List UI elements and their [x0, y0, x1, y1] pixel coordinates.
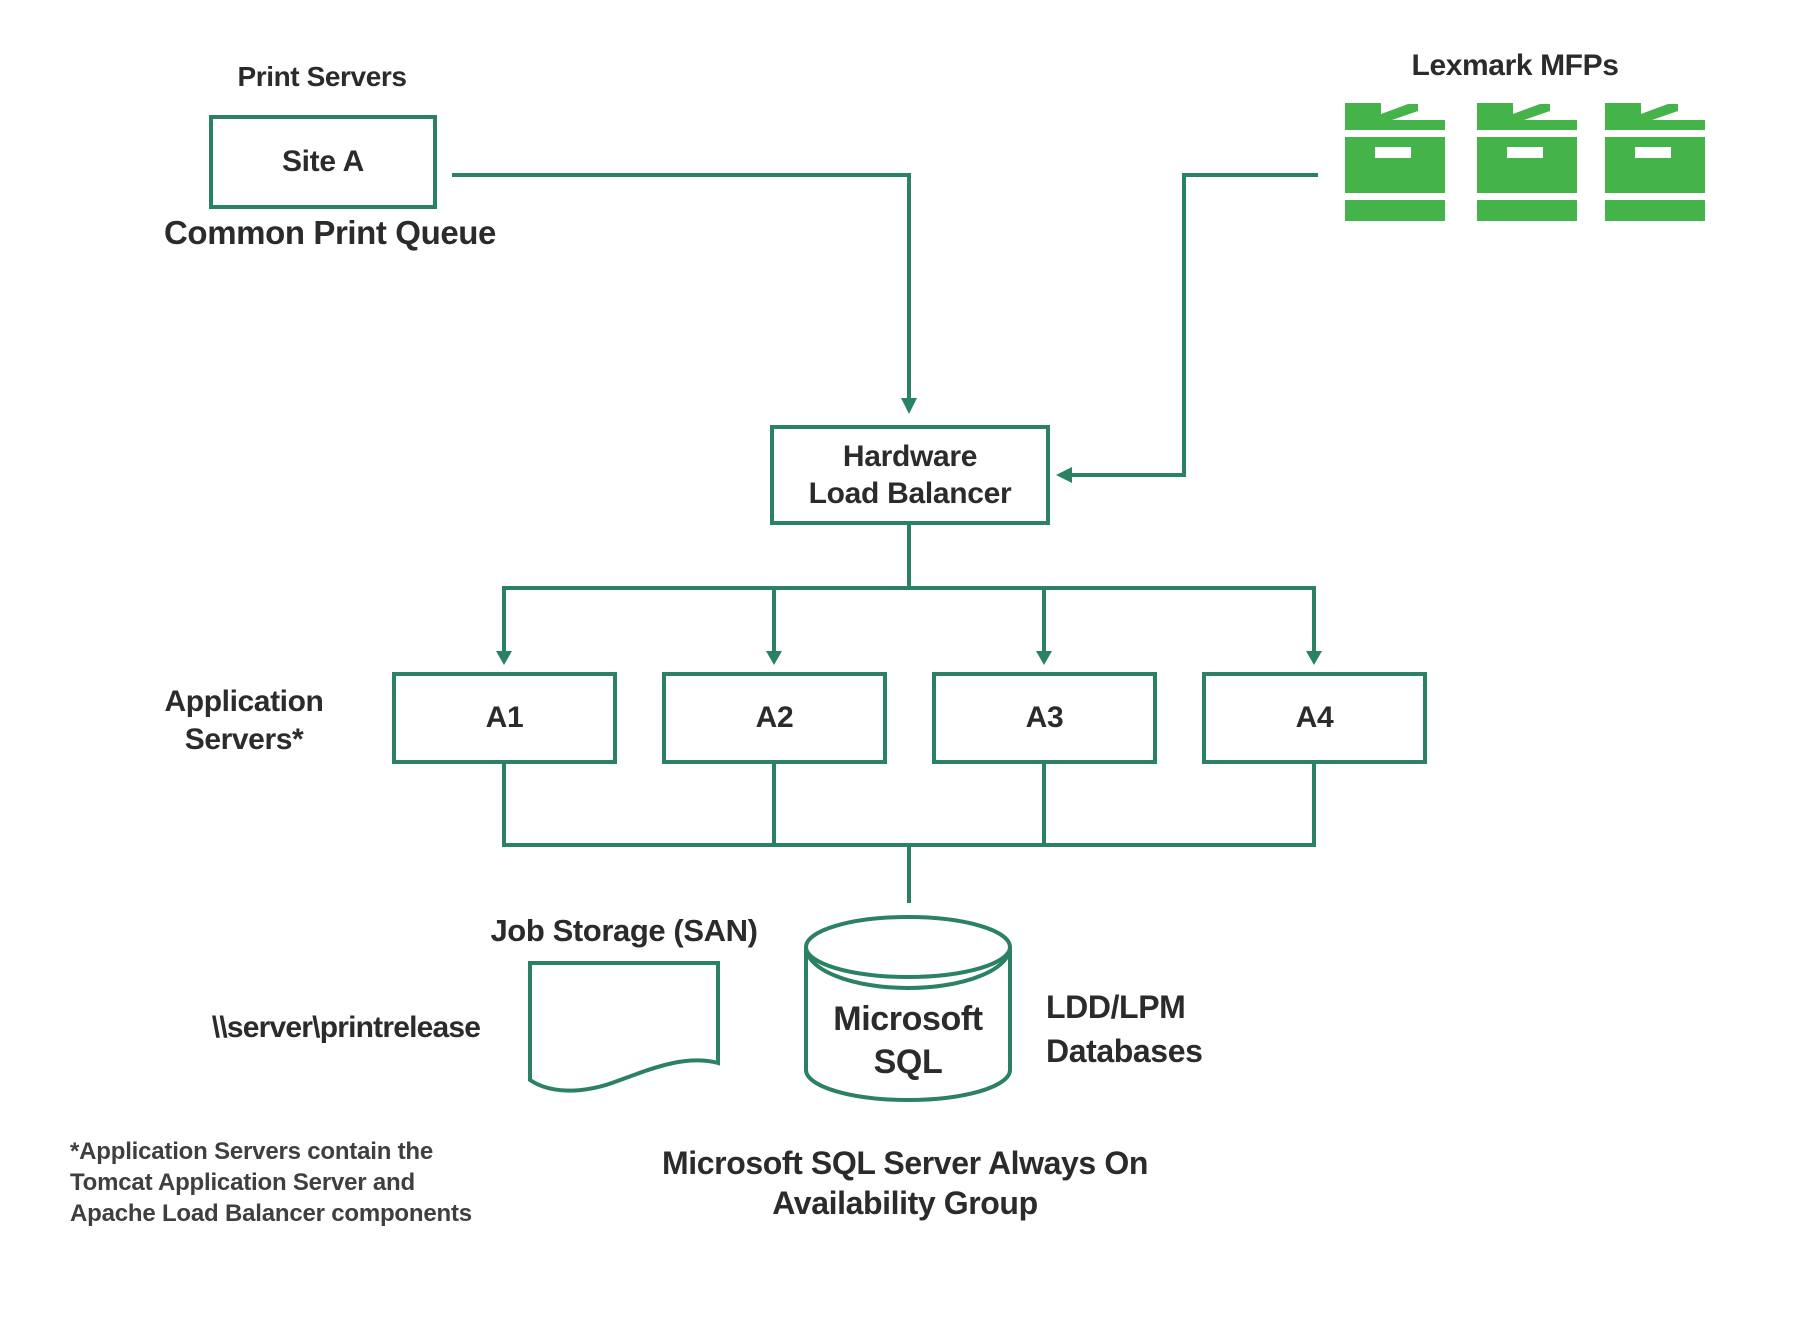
application-servers-label-line2: Servers*	[184, 723, 304, 756]
ldd-lpm-databases-label: LDD/LPM Databases	[1046, 985, 1203, 1073]
arrowhead-into-load-balancer-top	[901, 398, 917, 414]
arrowhead-into-a2	[766, 651, 782, 665]
app-server-node-a3: A3	[932, 672, 1157, 764]
app-server-label-a2: A2	[755, 701, 794, 734]
ldd-lpm-label-line2: Databases	[1046, 1033, 1203, 1069]
site-a-to-load-balancer-connector	[452, 173, 911, 400]
job-storage-label: Job Storage (SAN)	[490, 913, 758, 948]
load-balancer-node: Hardware Load Balancer	[770, 425, 1050, 525]
footnote-line2: Tomcat Application Server and	[70, 1169, 415, 1196]
footnote-text: *Application Servers contain the Tomcat …	[70, 1136, 472, 1229]
app-server-node-a1: A1	[392, 672, 617, 764]
app-server-label-a1: A1	[485, 701, 524, 734]
arrowhead-into-a4	[1306, 651, 1322, 665]
site-a-label: Site A	[281, 145, 365, 178]
top-distribution-bus	[502, 586, 1316, 651]
application-servers-label-line1: Application	[164, 685, 324, 718]
arrowhead-into-a1	[496, 651, 512, 665]
unc-path-label: \\server\printrelease	[211, 1011, 481, 1044]
arrowhead-into-a3	[1036, 651, 1052, 665]
database-label-line1: Microsoft	[833, 1000, 983, 1038]
application-servers-label: Application Servers*	[165, 683, 324, 759]
footnote-line1: *Application Servers contain the	[70, 1138, 434, 1165]
app-server-label-a4: A4	[1295, 701, 1334, 734]
printer-icon	[1477, 103, 1577, 221]
job-storage-document-shape	[528, 961, 720, 1093]
database-label-line2: SQL	[873, 1043, 943, 1081]
bottom-collection-bus	[502, 764, 1316, 847]
print-servers-label: Print Servers	[237, 61, 407, 92]
footnote-line3: Apache Load Balancer components	[70, 1200, 472, 1227]
mfps-to-load-balancer-connector	[1072, 173, 1318, 477]
site-a-node: Site A	[209, 115, 437, 209]
sql-availability-group-label: Microsoft SQL Server Always On Availabil…	[662, 1143, 1148, 1223]
app-server-node-a2: A2	[662, 672, 887, 764]
sql-availability-group-line2: Availability Group	[772, 1185, 1038, 1221]
app-server-node-a4: A4	[1202, 672, 1427, 764]
arrowhead-into-load-balancer-right	[1056, 467, 1072, 483]
sql-availability-group-line1: Microsoft SQL Server Always On	[662, 1145, 1148, 1181]
load-balancer-label-line1: Hardware	[842, 440, 978, 473]
printer-icon	[1605, 103, 1705, 221]
load-balancer-label-line2: Load Balancer	[808, 477, 1012, 510]
ldd-lpm-label-line1: LDD/LPM	[1046, 989, 1186, 1025]
printer-icon	[1345, 103, 1445, 221]
lexmark-mfps-label: Lexmark MFPs	[1411, 49, 1619, 82]
database-label: Microsoft SQL	[833, 998, 983, 1084]
common-print-queue-label: Common Print Queue	[164, 214, 496, 251]
database-cylinder-shape	[804, 915, 1012, 1102]
app-server-label-a3: A3	[1025, 701, 1064, 734]
